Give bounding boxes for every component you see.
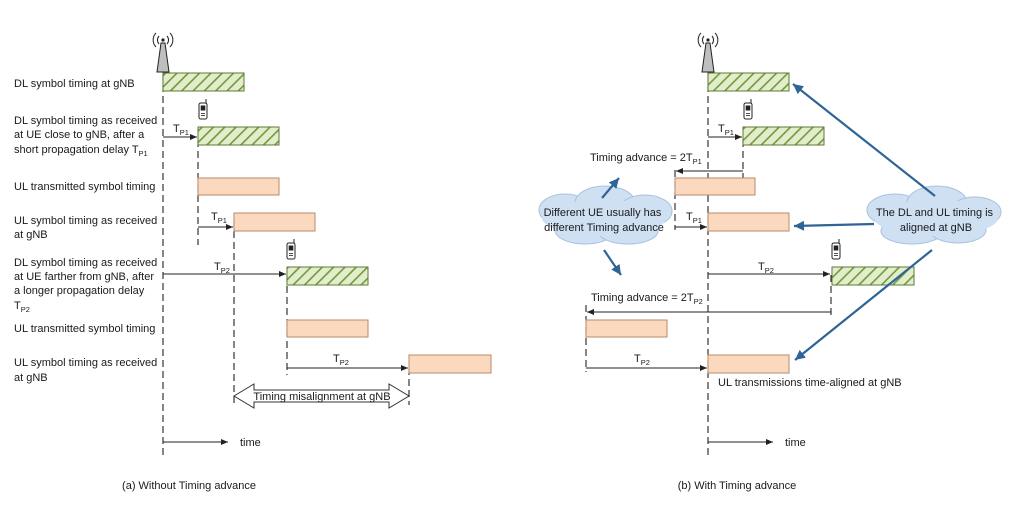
tp2-label: TP2 (214, 261, 230, 275)
tp1-label-right: TP1 (718, 123, 734, 137)
gnb-tower-icon-right (697, 32, 719, 73)
tp2-label-right: TP2 (758, 261, 774, 275)
label-dl-ue-close: DL symbol timing as received at UE close… (14, 115, 160, 158)
ue-far-phone-icon (286, 238, 296, 260)
tp2-return-label: TP2 (333, 353, 349, 367)
misalignment-label: Timing misalignment at gNB (253, 391, 390, 403)
svg-text:Different UE usually has: Different UE usually has different Timin… (544, 207, 665, 234)
ul-tx-symbol-ue-close-right (674, 177, 756, 196)
time-label-left: time (240, 437, 261, 449)
aligned-note: UL transmissions time-aligned at gNB (718, 377, 902, 389)
ul-rx-symbol-ue-far-right (707, 354, 790, 374)
ue-close-phone-icon (198, 98, 208, 120)
dl-symbol-ue-far (286, 266, 369, 286)
label-ul-rx-1: UL symbol timing as received at gNB (14, 215, 160, 241)
label-ul-tx-2: UL transmitted symbol timing (14, 323, 155, 335)
aligned-arrow-dl (792, 83, 936, 197)
ul-rx-symbol-ue-far (408, 354, 492, 374)
cloud-arrow-up (601, 177, 620, 199)
misalignment-arrow-icon (233, 383, 410, 409)
ul-rx-symbol-ue-close (233, 212, 316, 232)
gnb-tower-icon (152, 32, 174, 73)
dl-symbol-ue-far-right (831, 266, 915, 286)
panel-without-timing-advance: DL symbol timing at gNB DL symbol timing… (14, 32, 492, 492)
label-dl-gnb: DL symbol timing at gNB (14, 78, 135, 90)
tp1-label: TP1 (173, 123, 189, 137)
label-dl-ue-far: DL symbol timing as received at UE farth… (14, 257, 160, 314)
caption-left: (a) Without Timing advance (122, 480, 256, 492)
cloud-different-ue: Different UE usually has different Timin… (538, 185, 673, 245)
panel-with-timing-advance: TP1 Timing advance = 2TP1 TP1 TP2 Timing… (538, 32, 1002, 492)
ul-tx-symbol-ue-far-right (585, 319, 668, 338)
dl-symbol-ue-close (197, 126, 280, 146)
ue-far-phone-icon-right (831, 238, 841, 260)
label-ul-tx-1: UL transmitted symbol timing (14, 181, 155, 193)
dl-symbol-gnb-right (707, 72, 790, 92)
dl-symbol-ue-close-right (742, 126, 825, 146)
timing-advance-2-label: Timing advance = 2TP2 (591, 292, 703, 306)
caption-right: (b) With Timing advance (678, 480, 797, 492)
ul-tx-symbol-ue-close (197, 177, 280, 196)
aligned-arrow-ul2 (794, 249, 933, 361)
ul-tx-symbol-ue-far (286, 319, 369, 338)
ul-rx-symbol-ue-close-right (707, 212, 790, 232)
dl-symbol-gnb (162, 72, 245, 92)
label-ul-rx-2: UL symbol timing as received at gNB (14, 357, 160, 384)
aligned-arrow-ul1 (793, 220, 875, 231)
ue-close-phone-icon-right (743, 98, 753, 120)
time-label-right: time (785, 437, 806, 449)
cloud-timing-aligned: The DL and UL timing is aligned at gNB (866, 185, 1002, 245)
cloud-arrow-down (603, 249, 622, 276)
tp2-return-label-right: TP2 (634, 353, 650, 367)
tp1-return-label-right: TP1 (686, 211, 702, 225)
svg-text:The DL and UL timing is: The DL and UL timing is aligned at gNB (876, 207, 996, 234)
tp1-return-label: TP1 (211, 211, 227, 225)
timing-advance-1-label: Timing advance = 2TP1 (590, 152, 702, 166)
